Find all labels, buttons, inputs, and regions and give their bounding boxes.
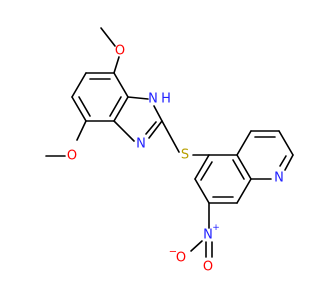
bond-bz-5-inner <box>109 96 122 117</box>
atom-h: H <box>161 92 171 107</box>
bond-o-top-ring <box>113 56 120 74</box>
bond-bz-2 <box>71 72 87 98</box>
atom-labels: O N H N O S N N + O − O <box>67 44 284 275</box>
bond-q-1-inner <box>200 161 213 181</box>
bond-q-1 <box>194 154 210 180</box>
atom-o-top: O <box>115 44 125 59</box>
bond-im-c2-n3-inner <box>145 121 157 135</box>
atom-n-h: N <box>148 92 158 107</box>
atom-o-nitro-left: O <box>176 251 186 266</box>
bond-bz-3-inner <box>78 96 91 117</box>
bond-c2-s <box>161 120 180 153</box>
bond-bz-6 <box>113 72 129 98</box>
bond-q-2 <box>194 178 210 204</box>
bond-im-c2-n3 <box>148 120 163 139</box>
bond-im-n1-c2 <box>153 105 163 122</box>
bond-bz-3 <box>71 96 87 122</box>
bond-q-4 <box>236 178 252 204</box>
molecule-diagram: O N H N O S N N + O − O <box>45 27 294 275</box>
bond-im-n3-c3a <box>113 120 135 142</box>
charge-plus: + <box>212 223 220 233</box>
bond-nitro-o-left <box>190 240 203 252</box>
bond-o-bottom-ring <box>76 120 87 141</box>
bond-p-4-inner <box>279 155 287 167</box>
bonds <box>45 27 294 258</box>
bond-q-5 <box>236 154 252 180</box>
bond-im-c7a-n1 <box>127 96 149 100</box>
atom-s: S <box>181 148 189 163</box>
atom-o-bottom: O <box>67 149 77 164</box>
atom-n-quinoline: N <box>274 171 284 186</box>
bond-q-5-inner <box>232 159 245 180</box>
atom-o-nitro-bottom: O <box>203 260 213 275</box>
bond-bz-5 <box>113 96 129 122</box>
atom-n-nitro: N <box>203 228 213 243</box>
bond-p-4 <box>284 154 294 171</box>
atom-n-imine: N <box>136 137 146 152</box>
bond-p-1 <box>236 130 252 156</box>
charge-minus: − <box>169 247 177 258</box>
structure-svg: O N H N O S N N + O − O <box>45 27 294 275</box>
bond-p-3 <box>278 130 294 156</box>
bond-methyl-o-top <box>100 27 116 47</box>
